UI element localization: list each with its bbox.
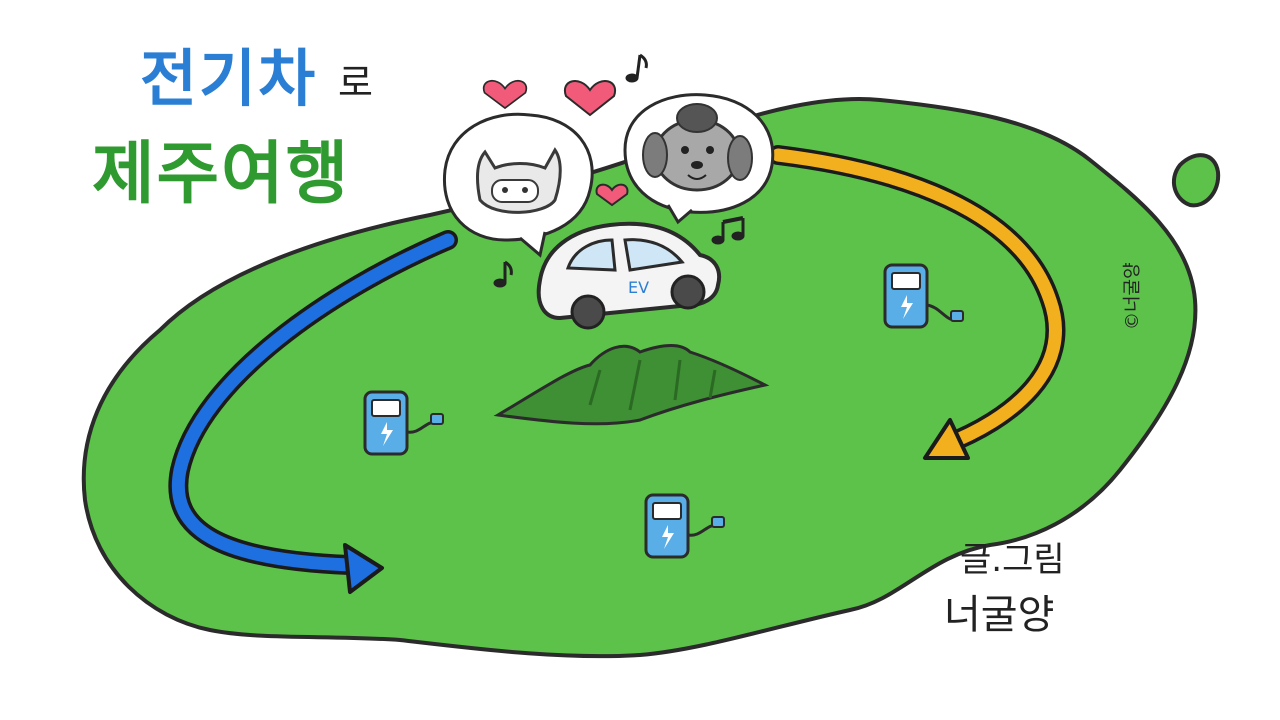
ev-charger-icon <box>644 493 725 559</box>
heart-icon <box>595 183 629 207</box>
heart-icon <box>482 80 528 110</box>
title-line-2: 제주여행 <box>92 135 351 214</box>
dog-bubble <box>623 93 775 225</box>
arrow-left <box>168 230 458 594</box>
ev-charger-icon <box>363 390 444 456</box>
title-line-1: 전기차 <box>140 42 318 115</box>
ev-charger-icon <box>883 263 964 329</box>
music-note-icon <box>493 260 513 288</box>
arrow-right <box>768 145 1066 460</box>
music-note-icon <box>711 216 745 245</box>
dog-face-icon <box>642 103 753 192</box>
heart-icon <box>563 80 617 117</box>
cat-face-icon <box>476 147 562 214</box>
ev-car-icon <box>536 221 721 330</box>
music-note-icon <box>625 53 648 83</box>
title-line-1-suffix: 로 <box>338 61 375 105</box>
watermark: ©너굴양 <box>1122 262 1143 330</box>
credit-author: 너굴양 <box>944 592 1055 638</box>
mountain-icon <box>493 344 770 426</box>
credit-line-1: 글.그림 <box>960 540 1065 580</box>
ev-label: EV <box>628 278 649 297</box>
cat-bubble <box>442 112 594 258</box>
islet <box>1171 153 1221 208</box>
